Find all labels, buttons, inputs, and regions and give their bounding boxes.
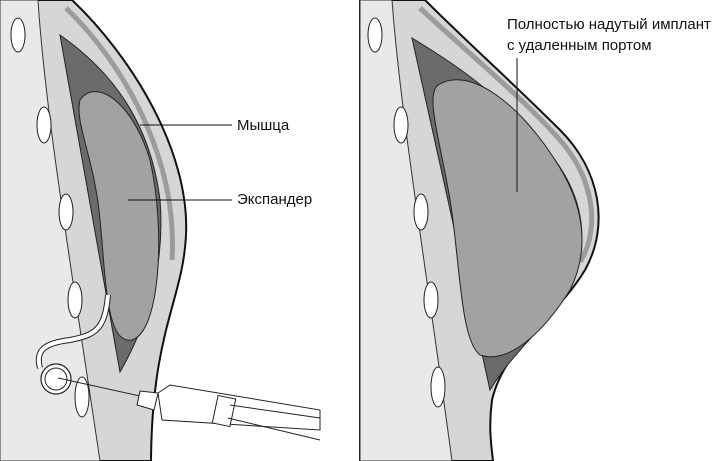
left-panel-expander — [0, 0, 321, 461]
expander — [78, 91, 160, 341]
muscle-label: Мышца — [237, 117, 290, 134]
rib — [367, 17, 383, 53]
rib — [413, 193, 429, 231]
rib — [10, 17, 26, 53]
implant — [432, 79, 583, 358]
rib — [74, 376, 90, 418]
rib — [58, 193, 74, 231]
ribs — [367, 17, 446, 408]
rib — [430, 366, 446, 408]
rib — [423, 281, 439, 319]
syringe — [57, 377, 321, 441]
implant-label-line2: с удаленным портом — [507, 37, 652, 54]
ribs — [10, 17, 90, 418]
implant-label-line1: Полностью надутый имплант — [507, 16, 711, 33]
right-panel-implant — [359, 0, 600, 461]
rib — [67, 281, 83, 319]
rib — [393, 106, 409, 144]
muscle-band — [418, 6, 595, 264]
rib — [36, 106, 52, 144]
expander-label: Экспандер — [237, 191, 313, 208]
muscle-band — [64, 6, 175, 261]
